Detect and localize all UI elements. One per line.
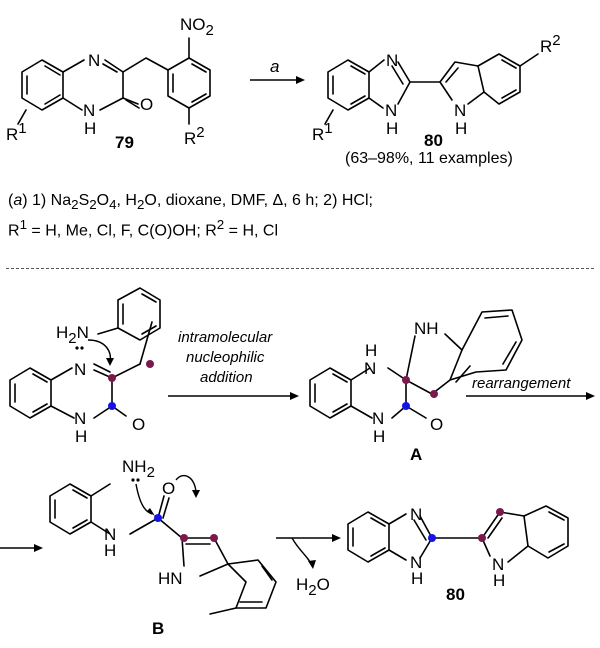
no2-label: NO2: [180, 15, 214, 39]
intermediate-b-structure: [49, 483, 277, 615]
blue-dot-1: [108, 402, 116, 410]
purple-dot-b1: [180, 534, 188, 542]
n-atom-p2: N: [410, 553, 422, 572]
step1-label-3: addition: [200, 369, 253, 386]
n-atom-mech1b: N: [74, 409, 86, 428]
n-atom-80b: N: [385, 101, 397, 120]
nh-atom-a2-n: N: [364, 359, 376, 378]
quinoxalinone-amine-structure: [9, 287, 161, 419]
n-atom-80a: N: [386, 51, 398, 70]
h-atom-p3: H: [493, 571, 505, 590]
blue-dot-a: [402, 402, 410, 410]
r1-label-80: R1: [312, 120, 333, 144]
o-atom-b: O: [162, 479, 175, 498]
intermediate-a-label: A: [410, 445, 422, 464]
n-atom-a3: N: [372, 409, 384, 428]
step1-label-1: intramolecular: [178, 329, 273, 346]
arrow-label-a: a: [270, 57, 279, 76]
purple-dot-p1: [478, 534, 486, 542]
nh-atom-a: NH: [414, 319, 439, 338]
n-atom-80c: N: [454, 101, 466, 120]
r2-label-79: R2: [184, 124, 205, 148]
compound-79-structure: [17, 37, 211, 125]
curved-arrow-b1: [135, 483, 153, 515]
h-atom-79: H: [84, 119, 96, 138]
blue-dot-b: [154, 514, 162, 522]
conditions-line-1: (a) 1) Na2S2O4, H2O, dioxane, DMF, Δ, 6 …: [8, 192, 373, 213]
conditions-line-2: R1 = H, Me, Cl, F, C(O)OH; R2 = H, Cl: [8, 217, 278, 240]
purple-dot-a1: [402, 376, 410, 384]
intermediate-b-label: B: [152, 619, 164, 638]
h-atom-p2: H: [411, 569, 423, 588]
h-atom-mech1: H: [75, 427, 87, 446]
product-80-structure: [347, 505, 569, 563]
purple-dot-a2: [430, 390, 438, 398]
step2-label: rearrangement: [472, 375, 571, 392]
compound-80-label: 80: [424, 131, 443, 150]
r2-label-80: R2: [540, 32, 561, 56]
h-atom-b: H: [104, 541, 116, 560]
section-divider: [6, 268, 594, 269]
water-label: H2O: [296, 575, 330, 599]
purple-dot-2: [146, 360, 154, 368]
h2n-label: H2N: [56, 323, 89, 347]
o-atom-79: O: [140, 95, 153, 114]
step1-label-2: nucleophilic: [186, 349, 265, 366]
n-atom-79a: N: [88, 51, 100, 70]
o-atom-a: O: [430, 415, 443, 434]
n-atom-p3: N: [492, 555, 504, 574]
product-80-label: 80: [446, 585, 465, 604]
h-atom-80a: H: [386, 119, 398, 138]
n-atom-79b: N: [83, 101, 95, 120]
yield-text: (63–98%, 11 examples): [345, 150, 513, 167]
nh-atom-a2-h: H: [365, 341, 377, 360]
purple-dot-b2: [210, 534, 218, 542]
blue-dot-p: [428, 534, 436, 542]
nh2-label-b: NH2: [122, 457, 155, 481]
purple-dot-p2: [496, 508, 504, 516]
r1-label-79: R1: [6, 120, 27, 144]
compound-80-structure: [324, 53, 539, 125]
n-atom-mech1a: N: [74, 360, 86, 379]
h-atom-a3: H: [373, 427, 385, 446]
compound-79-label: 79: [115, 133, 134, 152]
hn-atom-b: HN: [158, 569, 183, 588]
h-atom-80b: H: [455, 119, 467, 138]
n-atom-p1: N: [410, 505, 422, 524]
o-atom-mech1: O: [132, 415, 145, 434]
n-atom-b: N: [104, 525, 116, 544]
purple-dot-1: [108, 374, 116, 382]
